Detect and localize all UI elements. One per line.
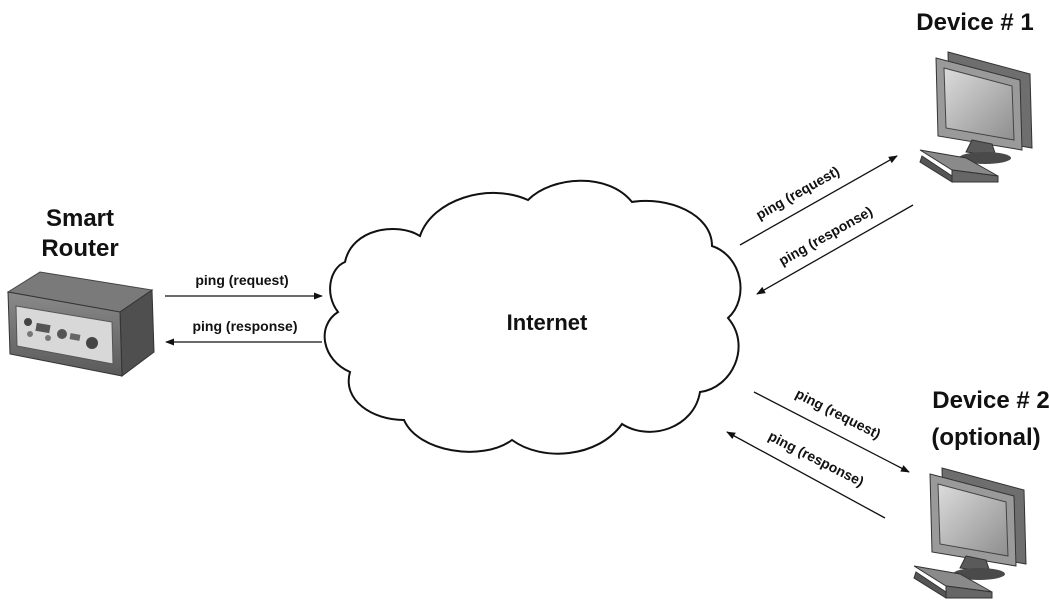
cloud-icon: Internet <box>323 179 742 455</box>
device2-node: Device # 2 (optional) <box>913 387 1049 599</box>
desktop-computer-icon <box>919 51 1033 183</box>
router-node: Smart Router <box>6 205 155 377</box>
device2-title-line1: Device # 2 <box>932 387 1049 414</box>
router-request-label: ping (request) <box>195 272 288 288</box>
device1-request-label: ping (request) <box>753 163 842 223</box>
device1-response-arrow: ping (response) <box>756 203 914 295</box>
router-response-arrow: ping (response) <box>165 318 322 346</box>
device2-response-arrow: ping (response) <box>726 428 886 519</box>
router-request-arrow: ping (request) <box>165 272 323 300</box>
device1-title: Device # 1 <box>916 9 1033 36</box>
desktop-computer-icon <box>913 467 1027 599</box>
router-icon <box>6 271 155 377</box>
device2-title-line2: (optional) <box>931 424 1040 451</box>
internet-label: Internet <box>507 310 588 335</box>
device1-node: Device # 1 <box>916 9 1034 183</box>
device2-request-label: ping (request) <box>793 385 883 442</box>
router-title-line1: Smart <box>46 205 114 232</box>
router-title-line2: Router <box>41 235 118 262</box>
router-response-label: ping (response) <box>192 318 297 334</box>
